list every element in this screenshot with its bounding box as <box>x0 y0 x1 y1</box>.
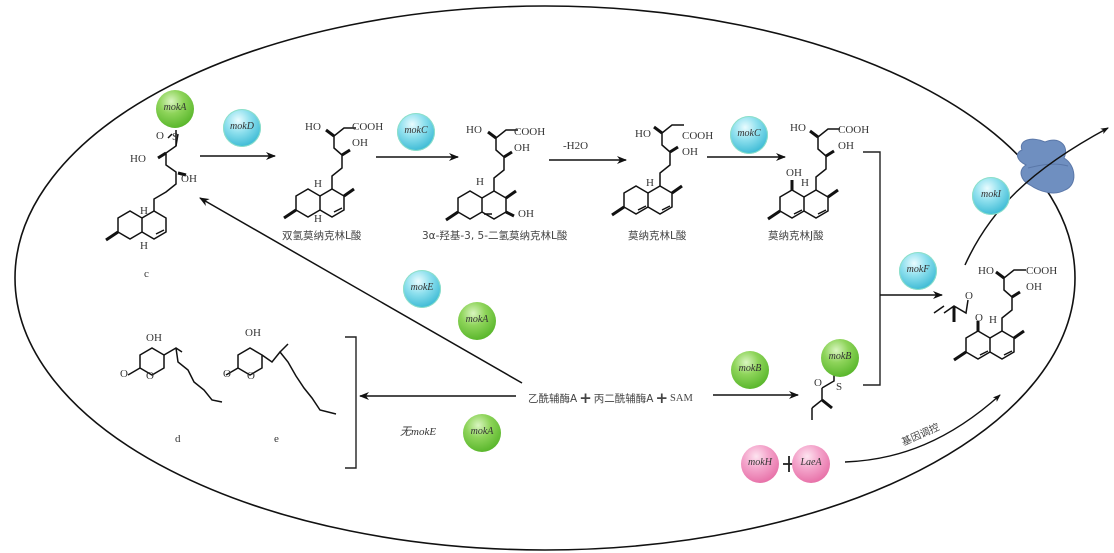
enzyme-label: mokC <box>404 124 428 136</box>
atom-h: H <box>476 176 484 188</box>
compound-name-monacolin-J: 莫纳克林J酸 <box>768 230 824 242</box>
substrate-sam: SAM <box>670 392 693 404</box>
atom-ho: HO <box>305 121 321 133</box>
enzyme-label: LaeA <box>800 456 822 468</box>
atom-h: H <box>646 177 654 189</box>
atom-oh: OH <box>838 140 854 152</box>
enzyme-label: mokC <box>737 127 761 139</box>
atom-h: H <box>140 240 148 252</box>
compound-name-dihydromonacolin-L: 双氢莫纳克林L酸 <box>282 230 362 242</box>
atom-o: O <box>247 370 255 382</box>
enzyme-mokH: mokH <box>741 445 779 483</box>
atom-h: H <box>314 213 322 225</box>
atom-cooh: COOH <box>1026 265 1058 277</box>
atom-oh: OH <box>146 332 162 344</box>
enzyme-label: mokB <box>828 350 852 362</box>
atom-cooh: COOH <box>514 126 546 138</box>
atom-oh: OH <box>786 167 802 179</box>
plus-sign: + <box>655 389 669 407</box>
gene-regulation-arc <box>844 394 1001 463</box>
transporter-protein <box>1017 138 1075 194</box>
substrate-malonyl-coa: 丙二酰辅酶A <box>593 392 654 405</box>
atom-cooh: COOH <box>838 124 870 136</box>
atom-o: O <box>975 312 983 324</box>
atom-o: O <box>146 370 154 382</box>
atom-o: O <box>814 377 822 389</box>
compound-name-monacolin-L: 莫纳克林L酸 <box>628 230 687 242</box>
atom-oh: OH <box>1026 281 1042 293</box>
enzyme-mokA-low: mokA <box>463 414 501 452</box>
structure-hydroxy-dihydromonacolin-L <box>445 129 518 222</box>
no-mokE-label: 无mokE <box>400 426 437 438</box>
compound-label-d: d <box>175 433 181 445</box>
atom-h: H <box>801 177 809 189</box>
compound-label-c: c <box>144 268 149 280</box>
structure-dihydromonacolin-L <box>283 127 356 220</box>
enzyme-mokC-2: mokC <box>730 116 768 154</box>
atom-h: H <box>314 178 322 190</box>
plus-sign: + <box>579 389 592 407</box>
enzyme-LaeA: LaeA <box>792 445 830 483</box>
atom-oh: OH <box>514 142 530 154</box>
atom-ho: HO <box>790 122 806 134</box>
structure-d <box>127 347 223 403</box>
enzyme-mokI: mokI <box>972 177 1010 215</box>
atom-ho: HO <box>635 128 651 140</box>
atom-oh: OH <box>682 146 698 158</box>
enzyme-label: mokF <box>906 263 930 275</box>
atom-oh: OH <box>181 173 197 185</box>
atom-h: H <box>140 205 148 217</box>
atom-oh: OH <box>518 208 534 220</box>
enzyme-mokB-1: mokB <box>731 351 769 389</box>
atom-h: H <box>989 314 997 326</box>
atom-cooh: COOH <box>682 130 714 142</box>
atom-ho: HO <box>466 124 482 136</box>
enzyme-mokA-top: mokA <box>156 90 194 128</box>
atom-ho: HO <box>978 265 994 277</box>
atom-cooh: COOH <box>352 121 384 133</box>
enzyme-label: mokI <box>981 188 1001 200</box>
enzyme-mokD: mokD <box>223 109 261 147</box>
structure-c <box>105 130 187 242</box>
enzyme-label: mokH <box>748 456 772 468</box>
structure-monacolin-J <box>767 128 840 221</box>
structure-monacolin-K <box>933 269 1026 362</box>
enzyme-mokE: mokE <box>403 270 441 308</box>
compound-name-hydroxy-dihydromonacolin-L: 3α-羟基-3, 5-二氢莫纳克林L酸 <box>422 230 568 242</box>
de-bracket <box>345 336 357 469</box>
structure-e <box>225 343 337 415</box>
enzyme-mokC-1: mokC <box>397 113 435 151</box>
atom-o: O <box>156 130 164 142</box>
atom-o: O <box>965 290 973 302</box>
convergence-bracket <box>863 151 881 386</box>
atom-s: S <box>172 131 179 143</box>
structure-monacolin-L <box>611 124 684 217</box>
enzyme-label: mokA <box>465 313 489 325</box>
enzyme-mokB-2: mokB <box>821 339 859 377</box>
compound-label-e: e <box>274 433 279 445</box>
substrates: 乙酰辅酶A + 丙二酰辅酶A + SAM <box>528 389 693 407</box>
enzyme-label: mokD <box>230 120 254 132</box>
enzyme-mokA-mid: mokA <box>458 302 496 340</box>
enzyme-label: mokE <box>410 281 434 293</box>
atom-oh: OH <box>352 137 368 149</box>
enzyme-label: mokA <box>163 101 187 113</box>
atom-s: S <box>836 381 843 393</box>
export-arrow <box>964 127 1109 266</box>
cell-membrane <box>14 5 1076 551</box>
enzyme-label: mokA <box>470 425 494 437</box>
atom-o: O <box>120 368 128 380</box>
dehydration-label: -H2O <box>563 140 589 152</box>
atom-oh: OH <box>245 327 261 339</box>
enzyme-mokF: mokF <box>899 252 937 290</box>
arrow-substrates-to-c <box>199 197 523 384</box>
substrate-acetyl-coa: 乙酰辅酶A <box>528 392 578 405</box>
enzyme-label: mokB <box>738 362 762 374</box>
atom-o: O <box>223 368 231 380</box>
atom-ho: HO <box>130 153 146 165</box>
